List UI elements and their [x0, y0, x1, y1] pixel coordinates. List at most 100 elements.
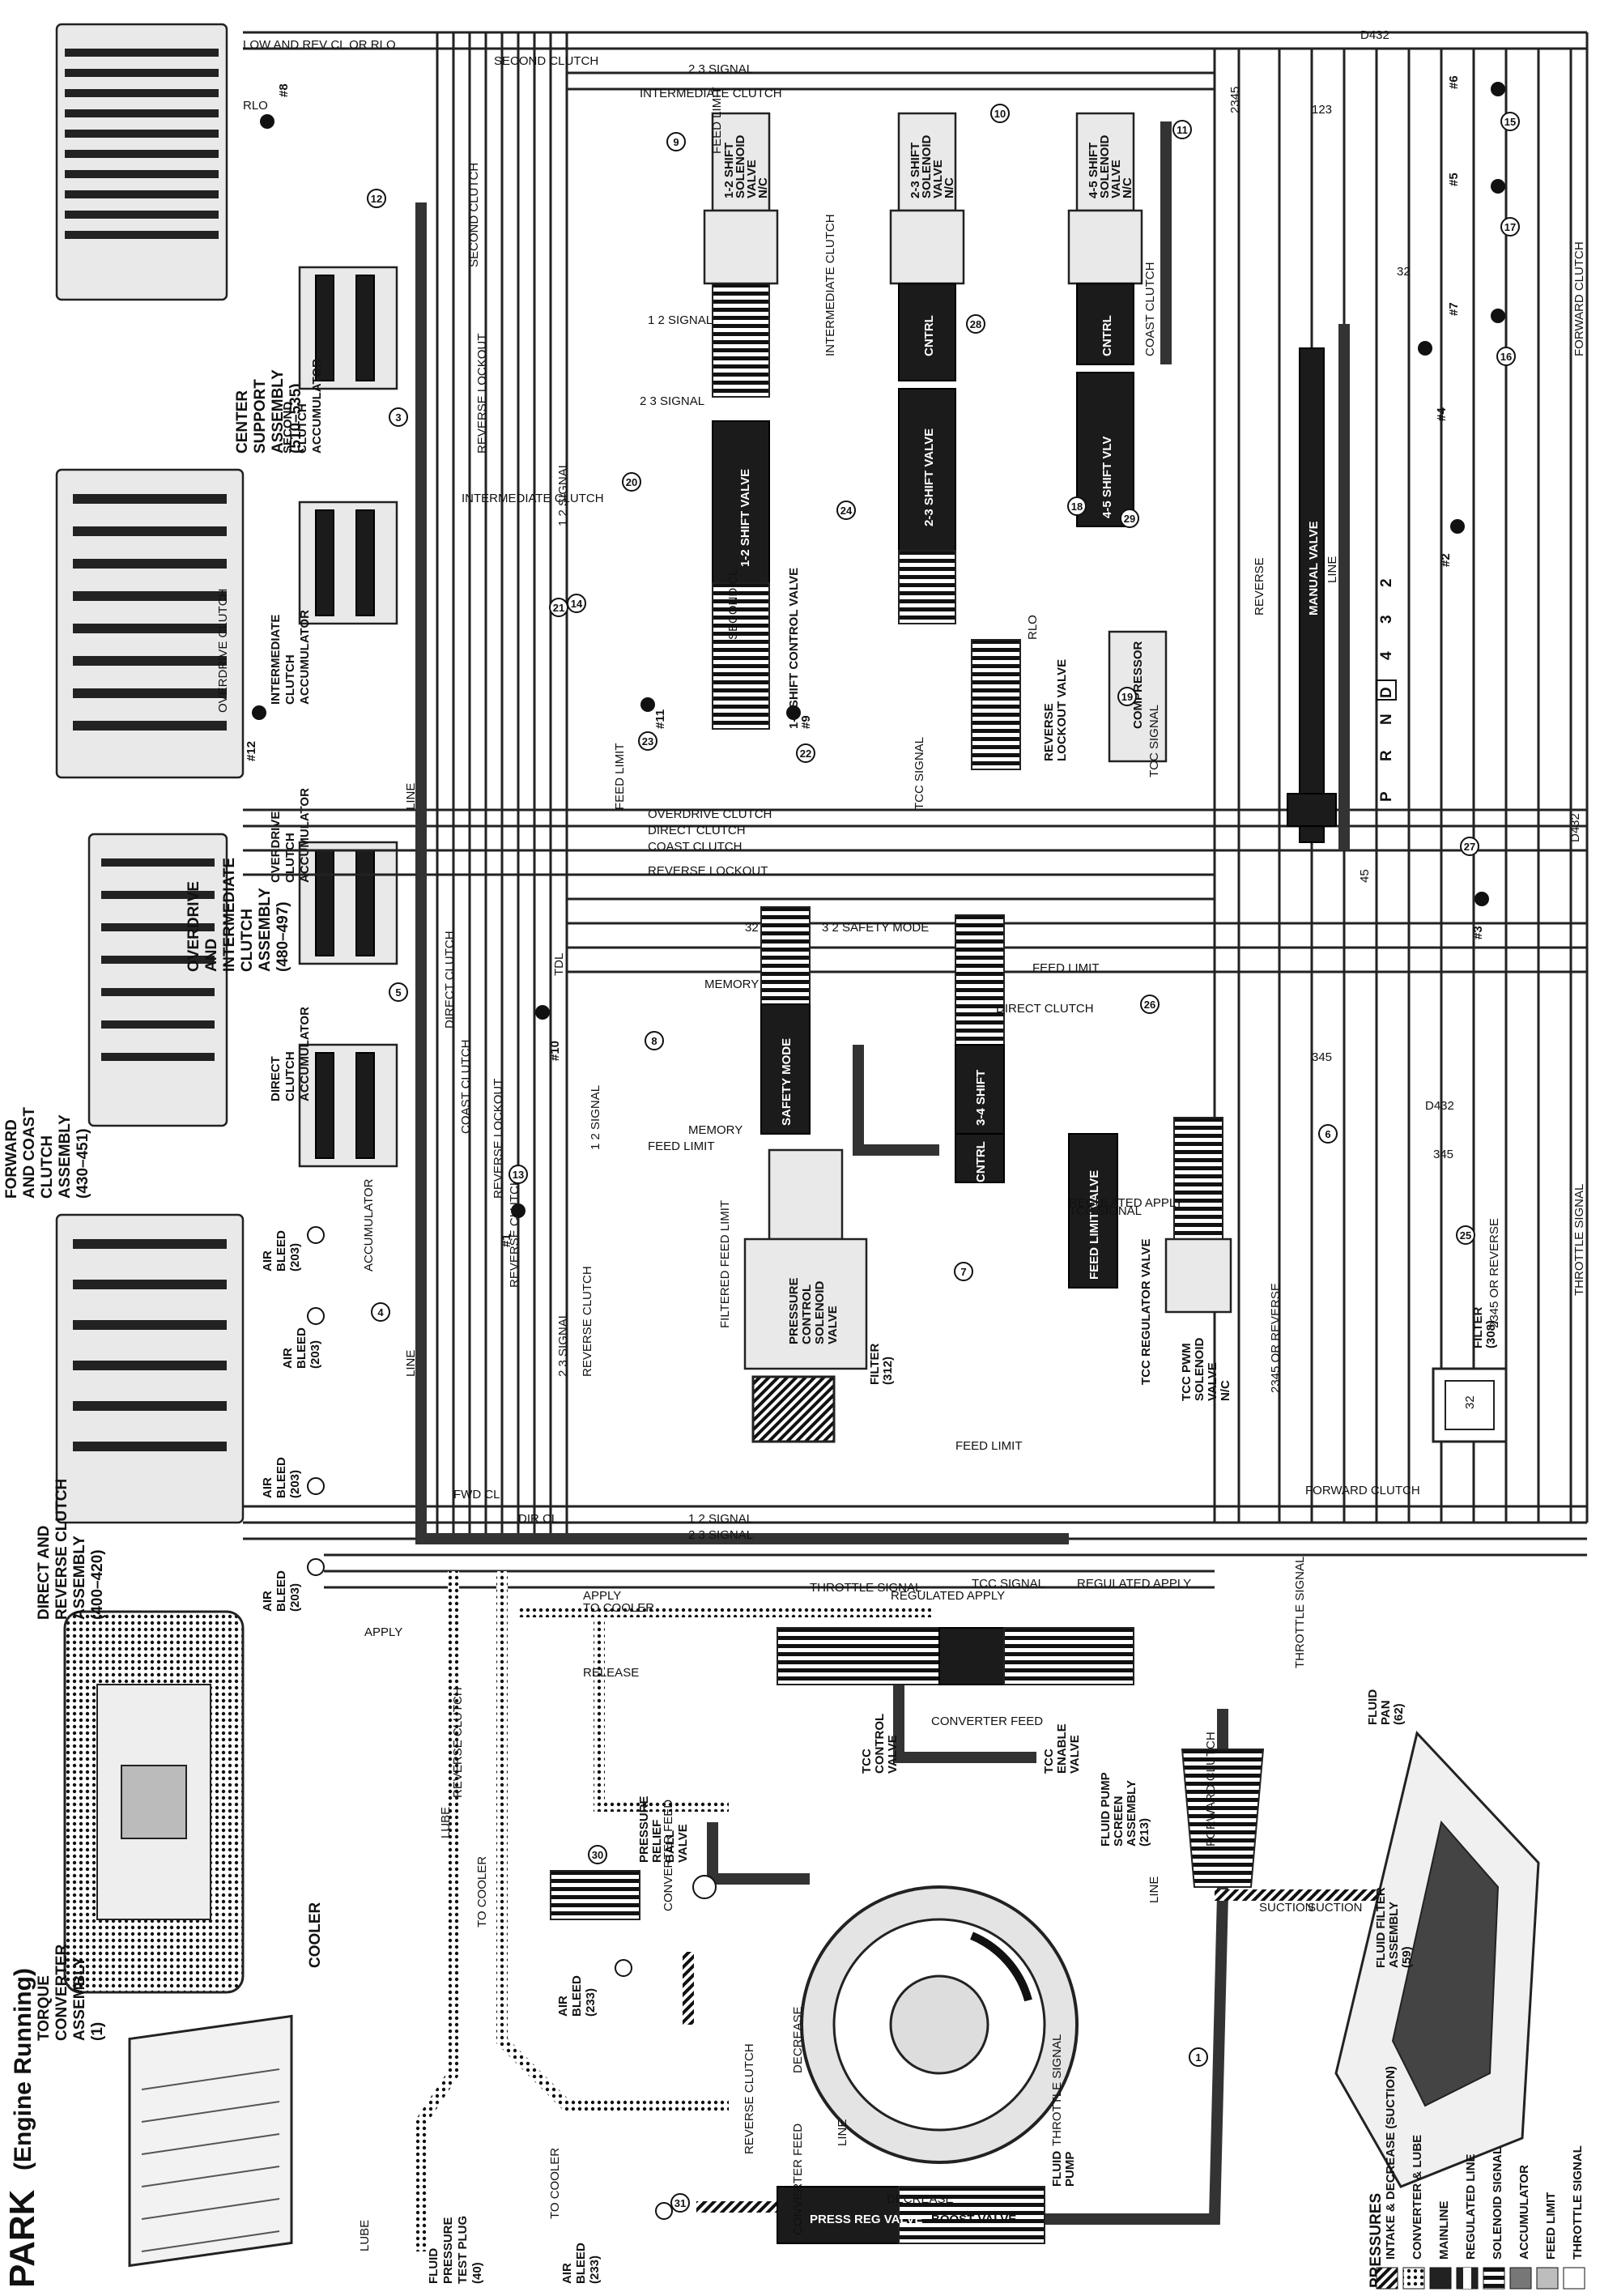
svg-text:AIRBLEED(233): AIRBLEED(233) [556, 1975, 598, 2017]
svg-text:INTERMEDIATE CLUTCH: INTERMEDIATE CLUTCH [462, 492, 604, 505]
svg-text:2-3 SHIFT VALVE: 2-3 SHIFT VALVE [922, 428, 936, 526]
shift-45-assembly: CNTRL 4-5 SHIFT VLV 4-5 SHIFTSOLENOIDVAL… [1067, 112, 1143, 527]
svg-text:SECOND CL: SECOND CL [726, 569, 740, 640]
svg-text:SECOND CLUTCH: SECOND CLUTCH [494, 54, 598, 68]
air-bleed-203-c: AIRBLEED(203) [261, 1457, 325, 1498]
svg-text:REVERSE CLUTCH: REVERSE CLUTCH [508, 1177, 521, 1288]
shift-34-valve: 3-4 SHIFT CNTRL [955, 914, 1005, 1183]
svg-text:PRESSURERELIEFBALLVALVE: PRESSURERELIEFBALLVALVE [637, 1795, 690, 1863]
svg-text:FWD CL: FWD CL [453, 1488, 500, 1502]
svg-text:REVERSE CLUTCH: REVERSE CLUTCH [743, 2043, 756, 2154]
svg-text:2345: 2345 [1228, 87, 1242, 113]
svg-text:COAST CLUTCH: COAST CLUTCH [459, 1040, 473, 1134]
svg-text:FLUIDPAN(62): FLUIDPAN(62) [1366, 1689, 1406, 1725]
svg-text:28: 28 [970, 318, 981, 330]
svg-text:26: 26 [1144, 999, 1155, 1011]
valves: 1-2 SHIFT VALVE 1-2 SHIFT CONTROL VALVE … [550, 112, 1540, 2244]
svg-text:ACCUMULATOR: ACCUMULATOR [1517, 2165, 1531, 2260]
air-bleed-233-a: AIRBLEED(233) [556, 1959, 632, 2017]
svg-text:24: 24 [840, 505, 853, 517]
svg-text:2 3 SIGNAL: 2 3 SIGNAL [688, 62, 753, 76]
svg-text:CENTER SUPPORT ASS: CENTER SUPPORT ASSEMBLY (510–535) [234, 365, 304, 454]
legend-item-hatch: INTAKE & DECREASE (SUCTION) [1376, 2066, 1398, 2290]
svg-text:TCC SIGNAL: TCC SIGNAL [1069, 1204, 1142, 1218]
assembly-labels: CENTER SUPPORT ASSEMBLY (510–535) OVERDR… [3, 365, 484, 2284]
svg-text:TCC SIGNAL: TCC SIGNAL [913, 737, 926, 810]
svg-text:LOW AND REV CL OR RLO: LOW AND REV CL OR RLO [243, 38, 396, 52]
svg-text:LUBE: LUBE [439, 1807, 453, 1838]
svg-text:31: 31 [674, 2197, 686, 2209]
svg-text:LUBE: LUBE [358, 2220, 372, 2251]
svg-text:FORWARD CLUTCH: FORWARD CLUTCH [1204, 1732, 1218, 1847]
overdrive-intermediate-assembly [55, 468, 245, 779]
legend-item-accumulator: ACCUMULATOR [1509, 2165, 1532, 2290]
svg-text:PRESS REG VALVE: PRESS REG VALVE [810, 2213, 922, 2226]
svg-text:SECOND CLUTCH: SECOND CLUTCH ACCUMULATOR [281, 359, 324, 454]
svg-text:3: 3 [395, 411, 401, 424]
svg-text:COMPRESSOR: COMPRESSOR [1131, 641, 1145, 729]
svg-text:#2: #2 [1439, 553, 1453, 567]
svg-text:DIR CL: DIR CL [518, 1512, 558, 1526]
svg-text:FORWARD CLUTCH: FORWARD CLUTCH [1305, 1484, 1420, 1497]
svg-text:TCC SIGNAL: TCC SIGNAL [1147, 705, 1161, 777]
svg-text:29: 29 [1124, 513, 1135, 525]
svg-text:OVERDRIVE CLUTCH: OVERDRIVE CLUTCH [648, 807, 772, 821]
svg-text:COOLER: COOLER [307, 1902, 324, 1968]
svg-text:6: 6 [1325, 1128, 1330, 1140]
svg-text:D432: D432 [1425, 1099, 1454, 1113]
svg-text:REVERSE: REVERSE [1253, 557, 1266, 616]
svg-text:MEMORY: MEMORY [688, 1123, 743, 1137]
svg-text:10: 10 [994, 108, 1006, 120]
svg-text:TORQUE CONVERTER A: TORQUE CONVERTER ASSEMBLY (1) [36, 1940, 106, 2041]
svg-text:345: 345 [1312, 1050, 1332, 1064]
svg-text:AIRBLEED(203): AIRBLEED(203) [261, 1570, 302, 1612]
svg-text:45: 45 [1358, 869, 1372, 883]
svg-text:12: 12 [371, 193, 382, 205]
svg-text:4: 4 [377, 1306, 384, 1318]
svg-text:MAINLINE: MAINLINE [1437, 2201, 1451, 2260]
svg-text:#6: #6 [1447, 75, 1461, 89]
torque-converter-assembly [63, 1610, 245, 1994]
svg-text:TCCCONTROLVALVE: TCCCONTROLVALVE [860, 1714, 900, 1774]
center-support-assembly [55, 23, 228, 301]
svg-text:2 3 SIGNAL: 2 3 SIGNAL [640, 394, 704, 408]
svg-text:2 3 SIGNAL: 2 3 SIGNAL [556, 1312, 570, 1377]
intermediate-clutch-accumulator: INTERMEDIATE CLUTCH ACCUMULATOR [269, 501, 398, 705]
legend-item-mainline: MAINLINE [1429, 2201, 1452, 2290]
svg-text:FORWARD AND COAST: FORWARD AND COAST CLUTCH ASSEMBLY (430–4… [3, 1103, 91, 1199]
legend-heading: PRESSURES [1368, 2193, 1385, 2288]
svg-text:9: 9 [673, 136, 679, 148]
svg-text:PRESSURECONTROLSOLENOIDVALVE: PRESSURECONTROLSOLENOIDVALVE [787, 1277, 840, 1344]
svg-text:5: 5 [395, 986, 401, 999]
svg-text:TCC SIGNAL: TCC SIGNAL [972, 1577, 1045, 1591]
svg-text:FEED LIMIT: FEED LIMIT [1032, 961, 1100, 975]
svg-text:SAFETY MODE: SAFETY MODE [780, 1038, 794, 1126]
tcc-control-enable-valves: TCCCONTROLVALVE TCCENABLEVALVE [777, 1627, 1134, 1774]
svg-text:LINE: LINE [404, 1350, 418, 1377]
svg-text:TCC REGULATOR VALVE: TCC REGULATOR VALVE [1139, 1238, 1153, 1385]
svg-text:ACCUMULATOR: ACCUMULATOR [362, 1178, 376, 1272]
svg-text:APPLY: APPLY [364, 1625, 402, 1639]
svg-text:FILTER(312): FILTER(312) [868, 1343, 895, 1385]
svg-text:#11: #11 [653, 709, 667, 729]
svg-text:7: 7 [960, 1266, 966, 1278]
svg-text:11: 11 [1177, 124, 1188, 136]
feed-limit-valve: FEED LIMIT VALVE [1068, 1133, 1118, 1289]
overdrive-clutch-accumulator: OVERDRIVE CLUTCH ACCUMULATOR [269, 788, 398, 965]
svg-text:1: 1 [1195, 2051, 1201, 2064]
svg-text:CONVERTER FEED: CONVERTER FEED [791, 2123, 805, 2235]
svg-text:TO COOLER: TO COOLER [548, 2148, 562, 2219]
svg-text:CONVERTER & LUBE: CONVERTER & LUBE [1411, 2135, 1424, 2260]
svg-text:AIRBLEED(203): AIRBLEED(203) [261, 1230, 302, 1272]
svg-text:FILTERED FEED LIMIT: FILTERED FEED LIMIT [718, 1200, 732, 1328]
svg-text:DIRECT AND REVERSE CLUTC: DIRECT AND REVERSE CLUTCH ASSEMBLY (400–… [36, 1475, 106, 1620]
svg-text:THROTTLE SIGNAL: THROTTLE SIGNAL [1572, 1184, 1586, 1296]
svg-text:3: 3 [1378, 615, 1395, 624]
legend-item-solenoid: SOLENOID SIGNAL [1483, 2147, 1505, 2290]
air-bleeds: AIRBLEED(203) AIRBLEED(203) AIRBLEED(203… [261, 1226, 673, 2284]
manual-valve: MANUAL VALVE P R N D 4 3 2 [1287, 347, 1397, 843]
svg-text:RLO: RLO [1026, 615, 1040, 640]
svg-text:DIRECT CLUTCH: DIRECT CLUTCH [443, 931, 457, 1029]
svg-text:DECREASE: DECREASE [791, 2006, 805, 2073]
